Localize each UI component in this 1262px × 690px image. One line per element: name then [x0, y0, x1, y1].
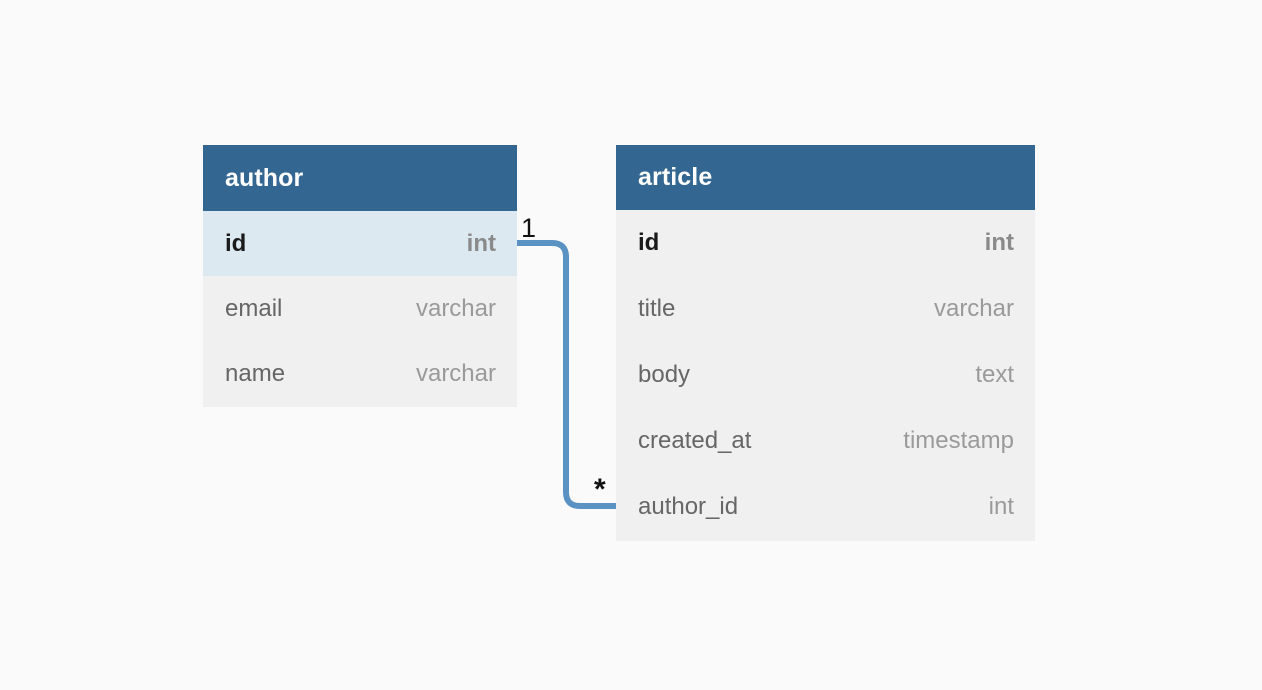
column-type: varchar — [415, 294, 496, 322]
entity-author-name: author — [225, 163, 304, 192]
entity-article-name: article — [638, 163, 713, 191]
column-type: timestamp — [903, 427, 1014, 454]
entity-article-column-title[interactable]: title varchar — [616, 276, 1035, 342]
column-name: id — [638, 229, 660, 256]
column-type: int — [466, 229, 496, 257]
entity-author-column-id[interactable]: id int — [203, 211, 517, 276]
column-name: created_at — [638, 427, 752, 454]
cardinality-label-target: * — [594, 473, 606, 506]
entity-author[interactable]: author id int email varchar name varchar — [203, 145, 517, 407]
relationship-path — [517, 240, 616, 509]
entity-author-column-name[interactable]: name varchar — [203, 341, 517, 406]
column-name: title — [638, 295, 676, 322]
column-type: int — [988, 493, 1014, 520]
column-name: email — [225, 294, 283, 322]
entity-author-title: author — [203, 145, 517, 211]
entity-article-title: article — [616, 145, 1035, 210]
entity-article-column-body[interactable]: body text — [616, 342, 1035, 408]
column-name: name — [225, 359, 286, 387]
column-name: body — [638, 361, 691, 388]
entity-article-column-id[interactable]: id int — [616, 210, 1035, 276]
column-name: author_id — [638, 493, 739, 520]
column-name: id — [225, 229, 247, 257]
column-type: varchar — [933, 295, 1014, 322]
entity-article-column-author-id[interactable]: author_id int — [616, 474, 1035, 540]
column-type: varchar — [415, 359, 496, 387]
entity-author-column-email[interactable]: email varchar — [203, 276, 517, 341]
column-type: text — [975, 361, 1014, 388]
column-type: int — [984, 229, 1014, 256]
entity-article[interactable]: article id int title varchar body text c… — [616, 145, 1035, 541]
entity-article-column-created-at[interactable]: created_at timestamp — [616, 408, 1035, 474]
cardinality-label-source: 1 — [521, 213, 537, 243]
